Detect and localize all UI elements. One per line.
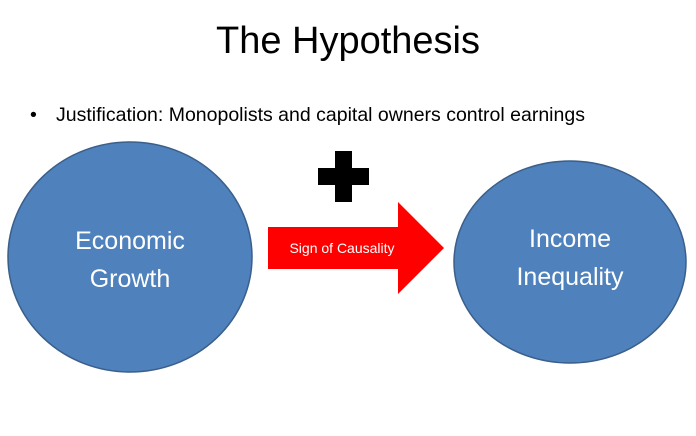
economic-growth-label-line2: Growth <box>90 265 171 293</box>
income-inequality-node <box>453 160 687 364</box>
slide-title: The Hypothesis <box>215 20 480 62</box>
economic-growth-node <box>7 141 253 373</box>
causality-arrow <box>268 202 444 294</box>
economic-growth-label-line1: Economic <box>75 227 185 255</box>
plus-icon <box>318 151 369 202</box>
bullet-glyph: • <box>30 104 37 126</box>
income-inequality-label-line1: Income <box>529 225 611 253</box>
bullet-text: Justification: Monopolists and capital o… <box>56 104 585 126</box>
bullet-item: • Justification: Monopolists and capital … <box>30 102 680 128</box>
income-inequality-label-line2: Inequality <box>516 263 624 291</box>
causality-arrow-label: Sign of Causality <box>289 240 394 256</box>
